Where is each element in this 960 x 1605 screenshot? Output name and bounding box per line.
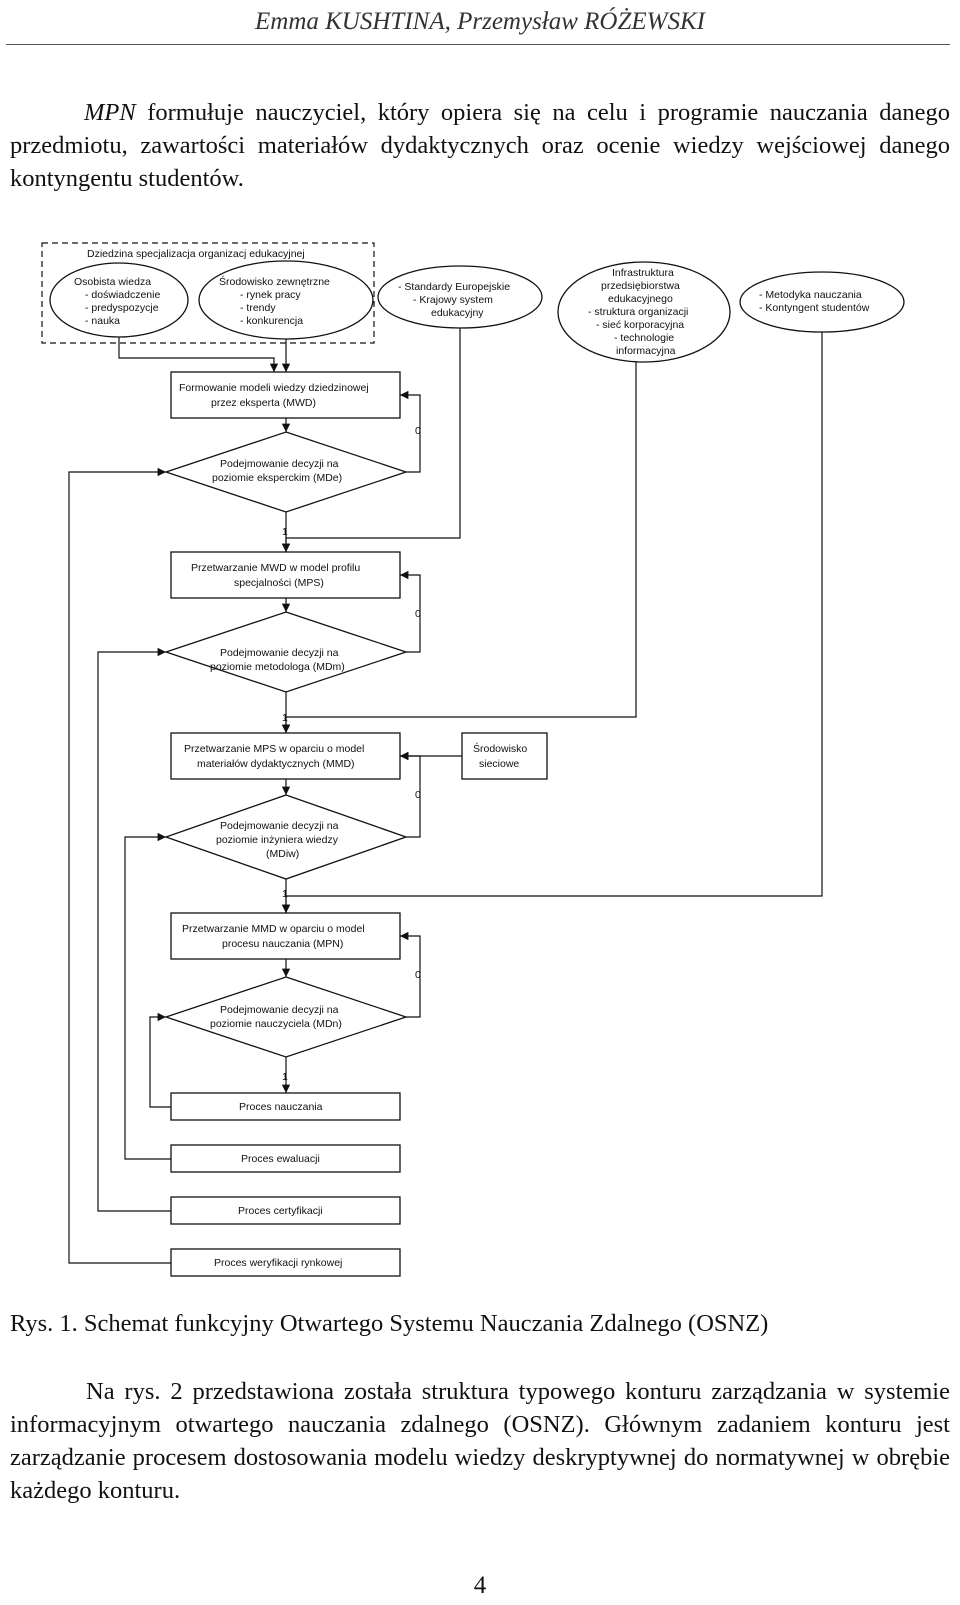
box-mps-processing: Przetwarzanie MWD w model profilu specja… [170, 551, 401, 599]
intro-paragraph: MPN formułuje nauczyciel, który opiera s… [10, 96, 950, 195]
svg-text:Przetwarzanie MMD w oparciu o: Przetwarzanie MMD w oparciu o model [182, 923, 365, 935]
ellipse-infrastructure: Infrastruktura przedsiębiorstwa edukacyj… [557, 261, 731, 363]
svg-text:Środowisko zewnętrzne: Środowisko zewnętrzne [219, 275, 330, 288]
box-mmd-processing: Przetwarzanie MPS w oparciu o model mate… [170, 732, 401, 780]
ellipse-standards: - Standardy Europejskie - Krajowy system… [377, 265, 543, 329]
svg-text:- Krajowy system: - Krajowy system [413, 294, 493, 306]
svg-text:poziomie metodologa (MDm): poziomie metodologa (MDm) [210, 661, 345, 673]
svg-text:sieciowe: sieciowe [479, 758, 519, 770]
svg-text:Proces weryfikacji rynkowej: Proces weryfikacji rynkowej [214, 1257, 342, 1269]
edge-d4-no [400, 931, 421, 1018]
svg-text:- trendy: - trendy [240, 302, 276, 314]
body-paragraph: Na rys. 2 przedstawiona została struktur… [10, 1375, 950, 1507]
edge-evaluation-feedback [124, 832, 171, 1160]
label-d3-yes: 1 [282, 888, 288, 900]
box-teaching-process: Proces nauczania [170, 1092, 401, 1121]
label-d4-yes: 1 [282, 1071, 288, 1083]
svg-text:edukacyjnego: edukacyjnego [608, 293, 673, 305]
svg-text:- sieć korporacyjna: - sieć korporacyjna [596, 319, 684, 331]
decision-expert-level: Podejmowanie decyzji na poziomie eksperc… [163, 431, 409, 513]
svg-text:Podejmowanie decyzji na: Podejmowanie decyzji na [220, 458, 339, 470]
label-d3-no: 0 [415, 789, 421, 801]
dashed-group-label: Dziedzina specjalizacja organizacj eduka… [87, 248, 305, 260]
svg-text:Podejmowanie decyzji na: Podejmowanie decyzji na [220, 647, 339, 659]
svg-text:Formowanie modeli wiedzy dzied: Formowanie modeli wiedzy dziedzinowej [179, 382, 369, 394]
svg-text:Przetwarzanie MPS w oparciu o: Przetwarzanie MPS w oparciu o model [184, 743, 364, 755]
label-d4-no: 0 [415, 969, 421, 981]
svg-text:poziomie inżyniera wiedzy: poziomie inżyniera wiedzy [216, 834, 339, 846]
edge-certification-feedback [97, 647, 171, 1212]
svg-text:- Standardy Europejskie: - Standardy Europejskie [398, 281, 510, 293]
svg-text:- doświadczenie: - doświadczenie [85, 289, 160, 301]
edge-teaching-feedback [149, 1012, 171, 1108]
svg-text:Środowisko: Środowisko [473, 742, 527, 755]
edge-d2-no [400, 570, 421, 653]
svg-text:Proces certyfikacji: Proces certyfikacji [238, 1205, 323, 1217]
svg-text:poziomie nauczyciela (MDn): poziomie nauczyciela (MDn) [210, 1018, 342, 1030]
label-d2-yes: 1 [282, 712, 288, 724]
decision-knowledge-engineer-level: Podejmowanie decyzji na poziomie inżynie… [164, 794, 408, 880]
svg-text:- Kontyngent studentów: - Kontyngent studentów [759, 302, 870, 314]
box-network-environment: Środowisko sieciowe [461, 732, 548, 780]
svg-text:Proces nauczania: Proces nauczania [239, 1101, 323, 1113]
svg-text:informacyjna: informacyjna [616, 345, 676, 357]
header-rule [6, 44, 950, 45]
edge-personal-knowledge [118, 337, 279, 372]
svg-text:Podejmowanie decyzji na: Podejmowanie decyzji na [220, 1004, 339, 1016]
label-d1-yes: 1 [282, 526, 288, 538]
box-certification-process: Proces certyfikacji [170, 1196, 401, 1225]
svg-text:materiałów dydaktycznych (MMD): materiałów dydaktycznych (MMD) [197, 758, 355, 770]
box-mwd-formation: Formowanie modeli wiedzy dziedzinowej pr… [170, 371, 401, 419]
svg-text:specjalności (MPS): specjalności (MPS) [234, 577, 324, 589]
body-paragraph-text: Na rys. 2 przedstawiona została struktur… [10, 1378, 950, 1504]
edge-d1-no [400, 390, 421, 473]
svg-text:- konkurencja: - konkurencja [240, 315, 303, 327]
box-evaluation-process: Proces ewaluacji [170, 1144, 401, 1173]
svg-text:edukacyjny: edukacyjny [431, 307, 484, 319]
edge-d3-no [400, 751, 421, 838]
edge-standards [281, 328, 461, 552]
svg-text:przez eksperta (MWD): przez eksperta (MWD) [211, 397, 316, 409]
edge-market-verification-feedback [68, 467, 171, 1264]
box-market-verification-process: Proces weryfikacji rynkowej [170, 1248, 401, 1277]
svg-text:poziomie eksperckim (MDe): poziomie eksperckim (MDe) [212, 472, 342, 484]
decision-teacher-level: Podejmowanie decyzji na poziomie nauczyc… [163, 976, 409, 1058]
svg-text:- predyspozycje: - predyspozycje [85, 302, 159, 314]
svg-text:- technologie: - technologie [614, 332, 674, 344]
svg-text:przedsiębiorstwa: przedsiębiorstwa [601, 280, 680, 292]
svg-text:Proces ewaluacji: Proces ewaluacji [241, 1153, 320, 1165]
svg-text:Podejmowanie decyzji na: Podejmowanie decyzji na [220, 820, 339, 832]
svg-text:- Metodyka nauczania: - Metodyka nauczania [759, 289, 862, 301]
dashed-domain-group [41, 242, 375, 344]
figure-caption: Rys. 1. Schemat funkcyjny Otwartego Syst… [10, 1310, 769, 1337]
svg-text:- rynek pracy: - rynek pracy [240, 289, 301, 301]
label-d2-no: 0 [415, 608, 421, 620]
svg-text:(MDiw): (MDiw) [266, 848, 299, 860]
svg-text:- struktura organizacji: - struktura organizacji [588, 306, 688, 318]
ellipse-personal-knowledge: Osobista wiedza - doświadczenie - predys… [49, 262, 189, 338]
ellipse-methodology: - Metodyka nauczania - Kontyngent studen… [739, 271, 905, 333]
svg-text:Osobista wiedza: Osobista wiedza [74, 276, 151, 288]
svg-text:Infrastruktura: Infrastruktura [612, 267, 674, 279]
mpn-term: MPN [84, 99, 136, 126]
box-mpn-processing: Przetwarzanie MMD w oparciu o model proc… [170, 912, 401, 960]
svg-text:Przetwarzanie MWD w model prof: Przetwarzanie MWD w model profilu [191, 562, 360, 574]
running-head: Emma KUSHTINA, Przemysław RÓŻEWSKI [255, 8, 705, 35]
decision-methodologist-level: Podejmowanie decyzji na poziomie metodol… [163, 611, 409, 693]
page-number: 4 [473, 1572, 487, 1599]
svg-text:procesu nauczania (MPN): procesu nauczania (MPN) [222, 938, 343, 950]
label-d1-no: 0 [415, 425, 421, 437]
intro-paragraph-text: formułuje nauczyciel, który opiera się n… [10, 99, 950, 192]
svg-text:- nauka: - nauka [85, 315, 120, 327]
ellipse-external-environment: Środowisko zewnętrzne - rynek pracy - tr… [198, 260, 374, 340]
